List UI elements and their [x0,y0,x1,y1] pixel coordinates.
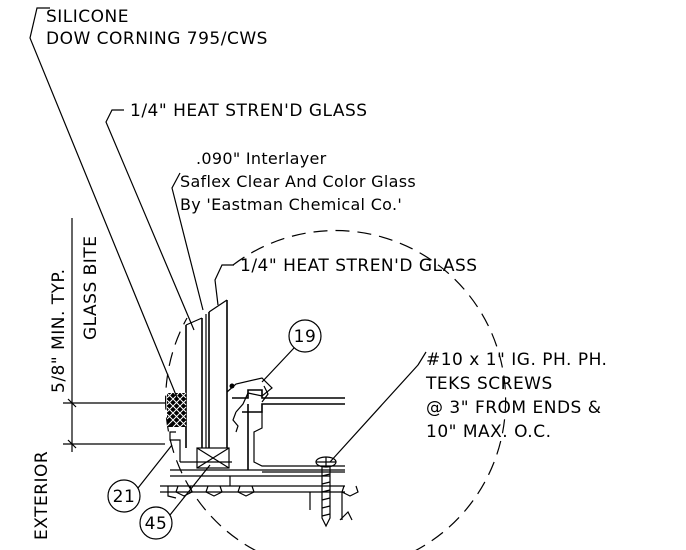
subsill-extrusion [160,485,359,521]
tag-19 [261,319,322,383]
detail-circle [165,229,507,550]
tag-21-number: 21 [113,487,136,507]
silicone-label-line1: SILICONE [46,7,129,27]
screws-label-line2: TEKS SCREWS [425,374,553,394]
dimension-value: 5/8" MIN. TYP. [49,268,69,393]
tag-21 [107,444,173,513]
tag-45 [139,464,211,540]
interlayer-label-line1: .090" Interlayer [196,149,327,168]
screws-label-line4: 10" MAX. O.C. [426,422,551,442]
silicone-label-line2: DOW CORNING 795/CWS [46,29,268,49]
screws-label-line1: #10 x 1" IG. PH. PH. [426,350,607,370]
interlayer-label-line2: Saflex Clear And Color Glass [180,172,416,191]
silicone-bead [166,392,187,428]
inner-glass-label: 1/4" HEAT STREN'D GLASS [240,256,478,276]
frame-extrusion [169,389,345,486]
teks-screw [315,456,337,528]
glazing-gasket [226,377,273,433]
outer-glass-label: 1/4" HEAT STREN'D GLASS [130,101,368,121]
tag-19-number: 19 [294,327,317,347]
dimension-label: GLASS BITE [81,236,101,340]
exterior-label: EXTERIOR [32,451,52,540]
glass-bite-dimension [63,218,165,452]
setting-block [196,447,230,469]
screws-label-line3: @ 3" FROM ENDS & [426,398,602,418]
tag-45-number: 45 [145,514,168,534]
leader-lines [29,7,427,463]
interlayer-label-line3: By 'Eastman Chemical Co.' [180,195,402,214]
laminated-glass-assembly [185,299,228,448]
